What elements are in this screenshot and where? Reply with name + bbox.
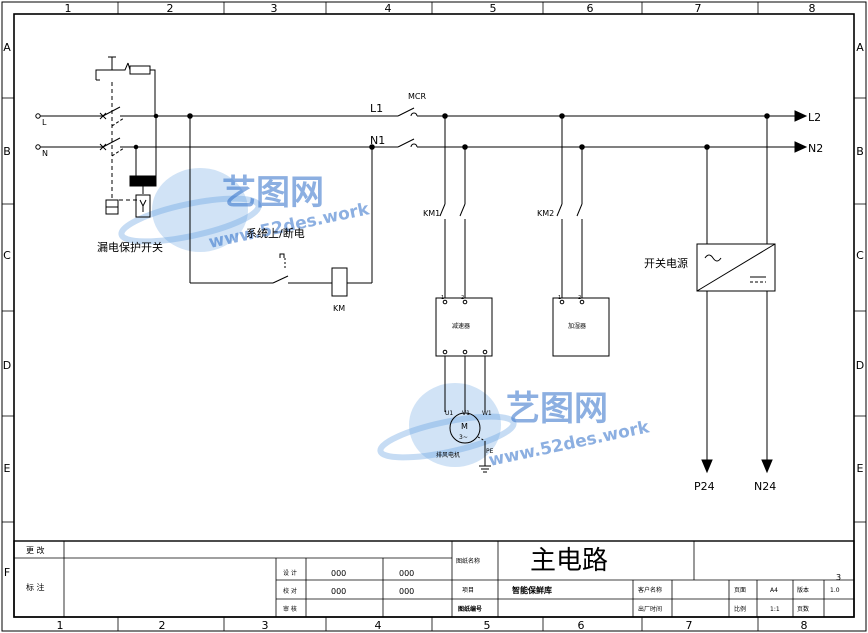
tb-drawing-name-label: 图纸名称: [456, 557, 480, 565]
tb-ratio: 1:1: [770, 606, 780, 613]
label-km1: KM1: [423, 209, 440, 218]
tb-date-label: 出厂时间: [638, 605, 662, 613]
svg-text:2: 2: [461, 295, 464, 301]
label-n: N: [42, 149, 48, 158]
row-label-f: F: [4, 566, 10, 579]
col-label-4: 4: [385, 2, 392, 15]
col-label-3-bottom: 3: [262, 619, 269, 632]
tb-version: 1.0: [830, 587, 840, 594]
label-p24: P24: [694, 480, 715, 493]
label-motor-m: M: [461, 422, 468, 431]
watermark-brand-bottom: 艺图网: [506, 389, 608, 429]
watermark-bottom: 艺图网 www.52des.work: [377, 383, 652, 471]
label-motor-name: 排风电机: [436, 451, 460, 459]
tb-drawing-no-label: 图纸编号: [458, 605, 482, 613]
tb-value-4: 000: [399, 587, 414, 596]
label-n2: N2: [808, 142, 823, 155]
label-system-power: 系统上/断电: [246, 226, 305, 240]
row-label-e-right: E: [857, 462, 864, 475]
row-label-a-right: A: [856, 41, 864, 54]
tb-version-label: 版本: [797, 586, 809, 594]
label-l1: L1: [370, 102, 383, 115]
label-l2: L2: [808, 111, 821, 124]
row-label-b: B: [3, 145, 11, 158]
label-n24: N24: [754, 480, 776, 493]
label-km2: KM2: [537, 209, 554, 218]
col-label-1-bottom: 1: [57, 619, 64, 632]
label-reducer: 减速器: [452, 322, 470, 330]
col-label-5-bottom: 5: [484, 619, 491, 632]
tb-value-1: 000: [331, 569, 346, 578]
tb-change: 更 改: [26, 545, 45, 555]
col-label-1: 1: [65, 2, 72, 15]
label-mcr: MCR: [408, 92, 426, 101]
tb-pages-label: 页数: [797, 605, 809, 613]
label-l: L: [42, 118, 47, 127]
tb-value-2: 000: [399, 569, 414, 578]
svg-text:1: 1: [441, 295, 444, 301]
col-label-5: 5: [490, 2, 497, 15]
label-u1: U1: [445, 410, 453, 417]
row-label-d-right: D: [856, 359, 864, 372]
column-labels: 1 2 3 4 5 6 7 8 1 2 3 4 5 6 7 8: [57, 2, 816, 632]
row-label-c-right: C: [856, 249, 864, 262]
col-label-3: 3: [271, 2, 278, 15]
col-label-2: 2: [167, 2, 174, 15]
col-label-4-bottom: 4: [375, 619, 382, 632]
row-label-d: D: [3, 359, 11, 372]
label-motor-phase: 3~: [459, 434, 468, 441]
label-n1: N1: [370, 134, 385, 147]
row-label-e: E: [4, 462, 11, 475]
tb-drawing-name: 主电路: [530, 546, 608, 576]
tb-design: 设 计: [283, 569, 297, 577]
row-label-c: C: [3, 249, 11, 262]
title-block: [13, 540, 855, 618]
label-rcd: 漏电保护开关: [97, 240, 163, 254]
row-label-a: A: [3, 41, 11, 54]
label-v1: V1: [462, 410, 470, 417]
tb-project: 智能保鲜库: [512, 585, 552, 595]
svg-text:1: 1: [558, 295, 561, 301]
tb-ratio-label: 比例: [734, 605, 746, 613]
circuit: [35, 56, 808, 474]
col-label-7-bottom: 7: [686, 619, 693, 632]
label-w1: W1: [482, 410, 492, 417]
row-label-b-right: B: [856, 145, 864, 158]
tb-review: 审 核: [283, 605, 297, 613]
col-label-8: 8: [809, 2, 816, 15]
circuit-labels: L N L1 N1 MCR L2 N2 漏电保护开关 系统上/断电 KM KM1…: [42, 92, 823, 493]
watermark-brand-top: 艺图网: [222, 173, 324, 213]
col-label-2-bottom: 2: [159, 619, 166, 632]
row-labels: A B C D E F A B C D E: [3, 41, 864, 579]
label-psu: 开关电源: [644, 256, 688, 270]
title-block-text: 更 改 标 注 设 计 校 对 审 核 000 000 000 000 图纸名称…: [26, 545, 841, 613]
label-pe: PE: [486, 448, 494, 455]
tb-mark: 标 注: [26, 582, 45, 592]
tb-page-size: A4: [770, 587, 778, 594]
tb-value-3: 000: [331, 587, 346, 596]
terminal-tags: 1 2 1 2: [441, 295, 581, 301]
label-km-coil: KM: [333, 304, 345, 313]
col-label-6: 6: [587, 2, 594, 15]
label-humidifier: 加湿器: [568, 322, 586, 330]
tb-sheet-no: 3: [836, 573, 841, 582]
tb-check: 校 对: [283, 587, 297, 595]
col-label-8-bottom: 8: [801, 619, 808, 632]
svg-text:2: 2: [578, 295, 581, 301]
tb-page-label: 页面: [734, 587, 746, 594]
tb-project-label: 项目: [462, 587, 474, 594]
col-label-6-bottom: 6: [578, 619, 585, 632]
col-label-7: 7: [695, 2, 702, 15]
tb-customer-label: 客户名称: [638, 586, 662, 594]
